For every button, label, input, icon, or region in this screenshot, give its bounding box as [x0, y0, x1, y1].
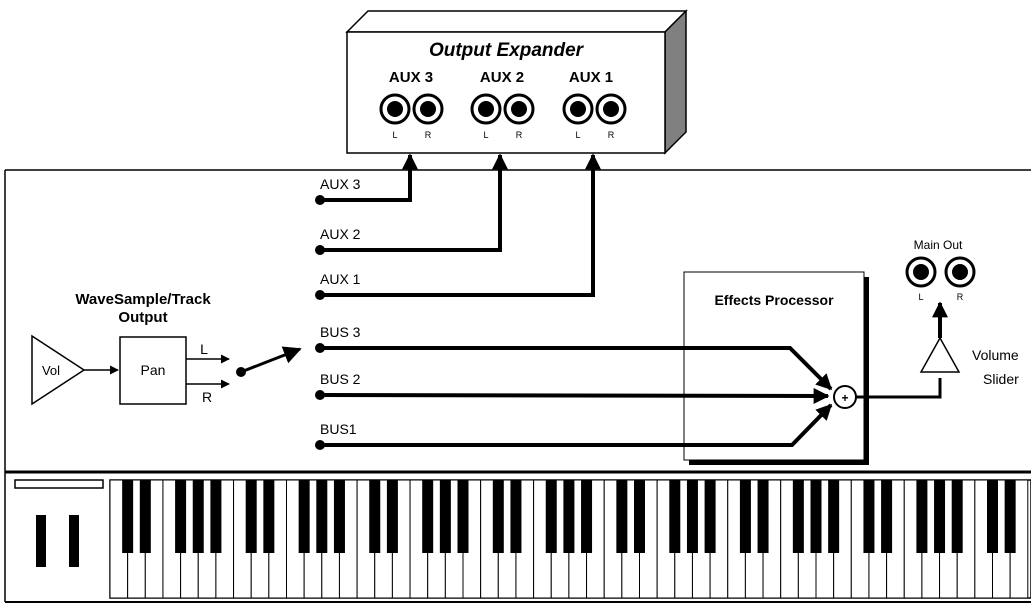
- expander-front-face: [346, 31, 666, 154]
- expander-title: Output Expander: [429, 40, 585, 61]
- aux3-route: [315, 153, 418, 205]
- vol-label: Vol: [42, 363, 60, 378]
- aux3-bus-label: AUX 3: [320, 176, 361, 192]
- aux1-left-jack[interactable]: [562, 93, 594, 125]
- main-out-l-label: L: [918, 292, 923, 302]
- pan-box: [119, 336, 187, 405]
- black-key[interactable]: [739, 480, 751, 553]
- mod-wheel[interactable]: [69, 515, 79, 567]
- mix-output-line: [856, 378, 942, 399]
- expander-side-face: [664, 9, 687, 155]
- black-key[interactable]: [792, 480, 804, 553]
- aux2-route: [315, 153, 508, 255]
- aux1-bus-label: AUX 1: [320, 271, 361, 287]
- effects-processor-title: Effects Processor: [714, 292, 834, 308]
- expander-top-face: [345, 10, 688, 33]
- black-key[interactable]: [563, 480, 575, 553]
- black-key[interactable]: [916, 480, 928, 553]
- aux2-left-jack[interactable]: [470, 93, 502, 125]
- black-key[interactable]: [934, 480, 946, 553]
- aux1-route: [315, 153, 601, 300]
- routing-switch[interactable]: [236, 346, 302, 377]
- black-key[interactable]: [263, 480, 275, 553]
- black-key[interactable]: [333, 480, 345, 553]
- output-expander: Output Expander AUX 3 AUX 2 AUX 1: [345, 9, 688, 155]
- volume-slider-triangle[interactable]: [919, 336, 961, 373]
- bus2-route: [315, 387, 830, 404]
- black-key[interactable]: [210, 480, 222, 553]
- aux1-right-jack[interactable]: [595, 93, 627, 125]
- black-key[interactable]: [439, 480, 451, 553]
- bus2-label: BUS 2: [320, 371, 361, 387]
- aux3-jack-r-label: R: [425, 130, 432, 140]
- black-key[interactable]: [175, 480, 187, 553]
- keyboard: [14, 479, 1031, 599]
- pan-r-label: R: [202, 389, 212, 405]
- vol-triangle: [31, 334, 86, 406]
- black-key[interactable]: [139, 480, 151, 553]
- aux1-jack-r-label: R: [608, 130, 615, 140]
- aux2-right-jack[interactable]: [503, 93, 535, 125]
- black-key[interactable]: [1004, 480, 1016, 553]
- effects-processor: Effects Processor: [683, 271, 869, 465]
- main-out-r-label: R: [957, 292, 964, 302]
- bus3-label: BUS 3: [320, 324, 361, 340]
- summing-node-symbol: +: [841, 391, 848, 405]
- pan-label: Pan: [141, 362, 166, 378]
- aux2-bus-label: AUX 2: [320, 226, 361, 242]
- aux3-right-jack[interactable]: [412, 93, 444, 125]
- black-key[interactable]: [810, 480, 822, 553]
- bus1-route: [315, 403, 833, 450]
- pitch-wheel-slot: [14, 479, 104, 489]
- aux3-left-jack[interactable]: [379, 93, 411, 125]
- black-key[interactable]: [545, 480, 557, 553]
- black-key[interactable]: [422, 480, 434, 553]
- black-key[interactable]: [669, 480, 681, 553]
- pan-l-label: L: [200, 341, 208, 357]
- pitch-wheel[interactable]: [36, 515, 46, 567]
- black-key[interactable]: [369, 480, 381, 553]
- aux3-jack-l-label: L: [392, 130, 397, 140]
- black-key[interactable]: [581, 480, 593, 553]
- black-key[interactable]: [192, 480, 204, 553]
- black-key[interactable]: [510, 480, 522, 553]
- instrument-panel: [4, 169, 1031, 603]
- black-key[interactable]: [828, 480, 840, 553]
- black-key[interactable]: [245, 480, 257, 553]
- black-key[interactable]: [757, 480, 769, 553]
- expander-aux1-label: AUX 1: [569, 69, 613, 86]
- main-out-right-jack[interactable]: [944, 256, 976, 288]
- aux1-jack-l-label: L: [575, 130, 580, 140]
- bus3-route: [315, 343, 833, 391]
- black-key[interactable]: [704, 480, 716, 553]
- black-key[interactable]: [122, 480, 134, 553]
- piano-keys: [109, 479, 1031, 599]
- volume-label-line1: Volume: [972, 347, 1019, 363]
- black-key[interactable]: [686, 480, 698, 553]
- black-key[interactable]: [616, 480, 628, 553]
- black-key[interactable]: [457, 480, 469, 553]
- main-out-label: Main Out: [914, 238, 963, 252]
- black-key[interactable]: [863, 480, 875, 553]
- black-key[interactable]: [298, 480, 310, 553]
- black-key[interactable]: [386, 480, 398, 553]
- bus1-label: BUS1: [320, 421, 357, 437]
- source-title-line1: WaveSample/Track: [75, 291, 211, 308]
- volume-label-line2: Slider: [983, 371, 1019, 387]
- aux2-jack-r-label: R: [516, 130, 523, 140]
- main-out-left-jack[interactable]: [905, 256, 937, 288]
- black-key[interactable]: [951, 480, 963, 553]
- black-key[interactable]: [492, 480, 504, 553]
- source-title-line2: Output: [118, 309, 167, 326]
- black-key[interactable]: [634, 480, 645, 553]
- black-key[interactable]: [316, 480, 328, 553]
- aux2-jack-l-label: L: [483, 130, 488, 140]
- black-key[interactable]: [881, 480, 893, 553]
- summing-node: +: [833, 385, 857, 409]
- black-key[interactable]: [987, 480, 998, 553]
- expander-aux2-label: AUX 2: [480, 69, 524, 86]
- expander-aux3-label: AUX 3: [389, 69, 433, 86]
